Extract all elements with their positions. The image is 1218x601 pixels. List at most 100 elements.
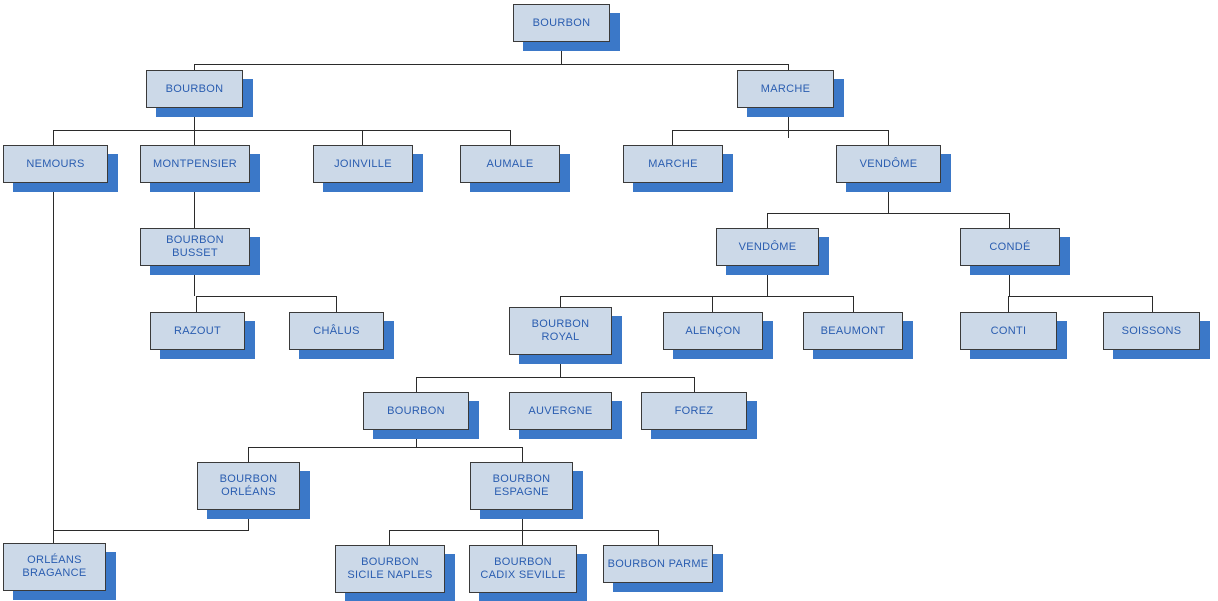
node-label: BOURBON ESPAGNE: [492, 473, 551, 498]
connector-line: [416, 377, 694, 378]
connector-line: [196, 296, 336, 297]
tree-node-vend-me[interactable]: VENDÔME: [836, 145, 941, 183]
connector-line: [1009, 213, 1010, 228]
connector-line: [888, 130, 889, 145]
connector-line: [194, 130, 195, 145]
connector-line: [194, 183, 195, 228]
connector-line: [53, 530, 249, 531]
connector-line: [767, 213, 768, 228]
connector-line: [560, 296, 853, 297]
tree-node-marche[interactable]: MARCHE: [623, 145, 723, 183]
tree-node-bourbon-espagne[interactable]: BOURBON ESPAGNE: [470, 462, 573, 510]
node-label: MARCHE: [760, 82, 811, 95]
tree-node-alen-on[interactable]: ALENÇON: [663, 312, 763, 350]
node-label: ALENÇON: [685, 324, 741, 337]
connector-line: [248, 447, 249, 462]
connector-line: [362, 130, 363, 145]
node-label: BOURBON ORLÉANS: [219, 473, 278, 498]
tree-node-nemours[interactable]: NEMOURS: [3, 145, 108, 183]
tree-node-marche[interactable]: MARCHE: [737, 70, 834, 108]
connector-line: [888, 183, 889, 213]
connector-line: [336, 296, 337, 312]
node-label: BOURBON: [387, 404, 445, 417]
node-label: FOREZ: [674, 404, 714, 417]
node-label: BOURBON: [532, 16, 591, 29]
connector-line: [510, 130, 511, 145]
connector-line: [560, 296, 561, 307]
connector-line: [1152, 296, 1153, 312]
tree-node-soissons[interactable]: SOISSONS: [1103, 312, 1200, 350]
connector-line: [1009, 266, 1010, 296]
node-label: CONTI: [990, 324, 1027, 337]
connector-line: [672, 130, 889, 131]
connector-line: [767, 213, 1010, 214]
tree-node-bourbon-royal[interactable]: BOURBON ROYAL: [509, 307, 612, 355]
node-label: BOURBON SICILE NAPLES: [347, 556, 433, 581]
tree-node-ch-lus[interactable]: CHÂLUS: [289, 312, 384, 350]
connector-line: [416, 377, 417, 392]
connector-line: [788, 108, 789, 138]
connector-line: [560, 355, 561, 377]
tree-node-forez[interactable]: FOREZ: [641, 392, 747, 430]
tree-node-bourbon-busset[interactable]: BOURBON BUSSET: [140, 228, 250, 266]
tree-node-montpensier[interactable]: MONTPENSIER: [140, 145, 250, 183]
tree-node-orl-ans-bragance[interactable]: ORLÉANS BRAGANCE: [3, 543, 106, 591]
tree-node-bourbon-parme[interactable]: BOURBON PARME: [603, 545, 713, 583]
node-label: MARCHE: [648, 157, 698, 170]
tree-node-razout[interactable]: RAZOUT: [150, 312, 245, 350]
tree-node-bourbon[interactable]: BOURBON: [363, 392, 469, 430]
connector-line: [522, 510, 523, 530]
tree-node-bourbon-sicile-naples[interactable]: BOURBON SICILE NAPLES: [335, 545, 445, 593]
node-label: SOISSONS: [1121, 324, 1182, 337]
node-label: AUMALE: [486, 157, 534, 170]
node-label: AUVERGNE: [528, 404, 593, 417]
node-label: BOURBON CADIX SEVILLE: [480, 556, 566, 581]
node-label: RAZOUT: [173, 324, 222, 337]
connector-line: [522, 447, 523, 462]
tree-node-bourbon[interactable]: BOURBON: [513, 4, 610, 42]
connector-line: [658, 530, 659, 545]
connector-line: [53, 183, 54, 530]
connector-line: [853, 296, 854, 312]
connector-line: [522, 530, 523, 545]
tree-node-beaumont[interactable]: BEAUMONT: [803, 312, 903, 350]
connector-line: [196, 296, 197, 312]
tree-node-vend-me[interactable]: VENDÔME: [716, 228, 819, 266]
connector-line: [561, 42, 562, 64]
connector-line: [53, 130, 510, 131]
node-label: ORLÉANS BRAGANCE: [22, 554, 87, 579]
connector-line: [767, 266, 768, 296]
tree-node-bourbon[interactable]: BOURBON: [146, 70, 243, 108]
node-label: MONTPENSIER: [153, 157, 237, 170]
connector-line: [694, 377, 695, 392]
connector-line: [194, 108, 195, 138]
connector-line: [389, 530, 390, 545]
tree-node-cond[interactable]: CONDÉ: [960, 228, 1060, 266]
node-label: BEAUMONT: [820, 324, 886, 337]
connector-line: [194, 266, 195, 296]
tree-node-conti[interactable]: CONTI: [960, 312, 1057, 350]
tree-node-bourbon-cadix-seville[interactable]: BOURBON CADIX SEVILLE: [469, 545, 577, 593]
connector-line: [53, 530, 54, 543]
tree-node-joinville[interactable]: JOINVILLE: [313, 145, 413, 183]
connector-line: [53, 130, 54, 145]
node-label: BOURBON ROYAL: [531, 318, 590, 343]
connector-line: [1008, 296, 1009, 312]
connector-line: [672, 130, 673, 145]
connector-line: [712, 296, 713, 312]
tree-node-aumale[interactable]: AUMALE: [460, 145, 560, 183]
node-label: BOURBON: [165, 82, 224, 95]
connector-line: [248, 510, 249, 530]
node-label: CHÂLUS: [313, 324, 360, 337]
node-label: CONDÉ: [989, 240, 1031, 253]
node-label: NEMOURS: [26, 157, 85, 170]
connector-line: [194, 64, 195, 70]
tree-node-auvergne[interactable]: AUVERGNE: [509, 392, 612, 430]
node-label: VENDÔME: [738, 240, 797, 253]
tree-node-bourbon-orl-ans[interactable]: BOURBON ORLÉANS: [197, 462, 300, 510]
node-label: BOURBON PARME: [607, 557, 709, 570]
node-label: JOINVILLE: [334, 157, 392, 170]
connector-line: [788, 64, 789, 70]
node-label: BOURBON BUSSET: [166, 234, 224, 259]
